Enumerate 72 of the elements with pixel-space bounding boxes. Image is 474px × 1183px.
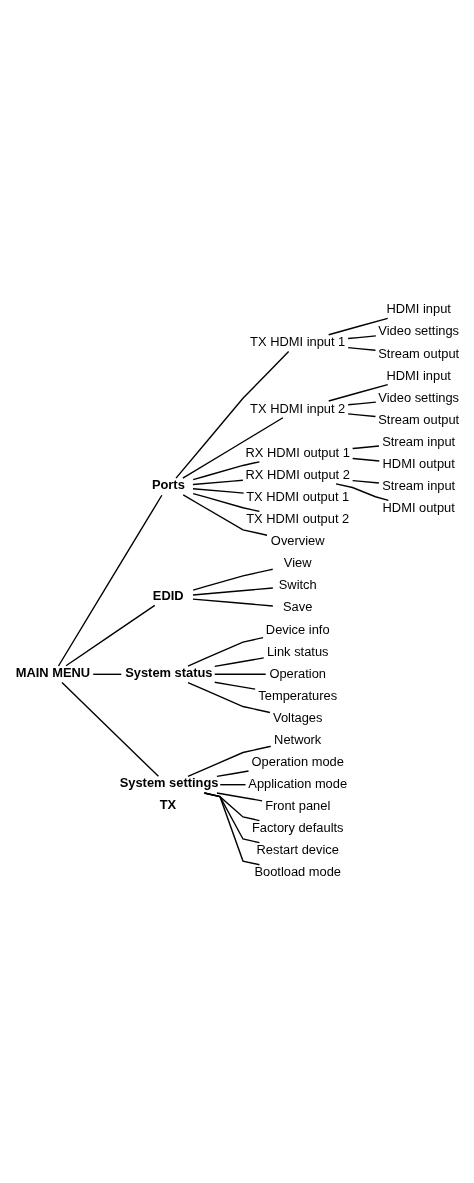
node-text: System status — [125, 664, 213, 680]
node-text: Network — [274, 731, 322, 747]
node-text: Overview — [270, 533, 325, 549]
node-text: MAIN MENU — [15, 664, 91, 680]
node-text: RX HDMI output 1 — [245, 444, 350, 460]
connector — [192, 598, 274, 607]
connector — [351, 457, 380, 462]
connector — [57, 494, 163, 667]
connector — [347, 413, 377, 418]
connector — [214, 681, 256, 690]
connector — [328, 317, 389, 336]
node-text: Front panel — [265, 798, 331, 814]
node-text: EDID — [152, 587, 184, 603]
connector — [192, 479, 244, 486]
node-text: Link status — [266, 643, 329, 659]
connector — [328, 383, 389, 402]
node-text: TX HDMI input 1 — [250, 334, 346, 350]
connector — [347, 401, 377, 406]
node-text: Stream output — [378, 345, 460, 361]
connector — [216, 792, 263, 802]
connector — [182, 494, 268, 536]
node-text: Save — [283, 599, 313, 615]
node-text: TX HDMI output 2 — [246, 511, 350, 527]
node-text: Operation — [269, 665, 326, 681]
node-text: Application mode — [248, 776, 348, 792]
connector — [351, 445, 380, 450]
connector — [192, 492, 261, 513]
connector — [203, 792, 261, 866]
connector — [192, 568, 274, 591]
node-text: HDMI input — [386, 367, 451, 383]
node-text: Video settings — [378, 323, 460, 339]
connector — [351, 479, 380, 484]
node-text: Temperatures — [258, 687, 338, 703]
node-text: HDMI output — [382, 455, 455, 471]
connector — [347, 335, 377, 340]
node-text: Operation mode — [251, 754, 344, 770]
connector — [182, 417, 284, 479]
connector — [175, 350, 290, 479]
connector — [192, 488, 245, 494]
node-text: Stream input — [382, 433, 456, 449]
node-text: TX HDMI input 2 — [250, 400, 346, 416]
connector — [61, 681, 160, 777]
node-text: Voltages — [273, 709, 323, 725]
node-text: Factory defaults — [251, 820, 344, 836]
node-text: HDMI output — [382, 500, 455, 516]
node-text: TX HDMI output 1 — [246, 489, 350, 505]
connector — [219, 784, 247, 786]
node-text: Bootload mode — [254, 864, 342, 880]
connector — [214, 673, 267, 675]
node-text: Video settings — [378, 389, 460, 405]
node-text: HDMI input — [386, 301, 451, 317]
label: TX — [159, 797, 177, 813]
node-text: View — [283, 555, 312, 571]
node-text: Ports — [151, 477, 185, 493]
connector — [187, 636, 264, 667]
connector — [65, 604, 156, 667]
connector — [187, 745, 272, 778]
connector — [216, 770, 250, 778]
connector — [335, 483, 390, 502]
node-text: Restart device — [256, 842, 339, 858]
connector — [214, 657, 265, 668]
connector — [347, 346, 377, 351]
connector — [92, 673, 122, 675]
node-text: Device info — [265, 621, 330, 637]
node-text: Switch — [278, 577, 317, 593]
connector — [192, 587, 274, 596]
node-text: Stream input — [382, 478, 456, 494]
node-text: RX HDMI output 2 — [245, 466, 350, 482]
node-text: System settings — [119, 775, 219, 791]
connector — [192, 461, 261, 481]
node-text: Stream output — [378, 411, 460, 427]
connector — [187, 681, 271, 714]
